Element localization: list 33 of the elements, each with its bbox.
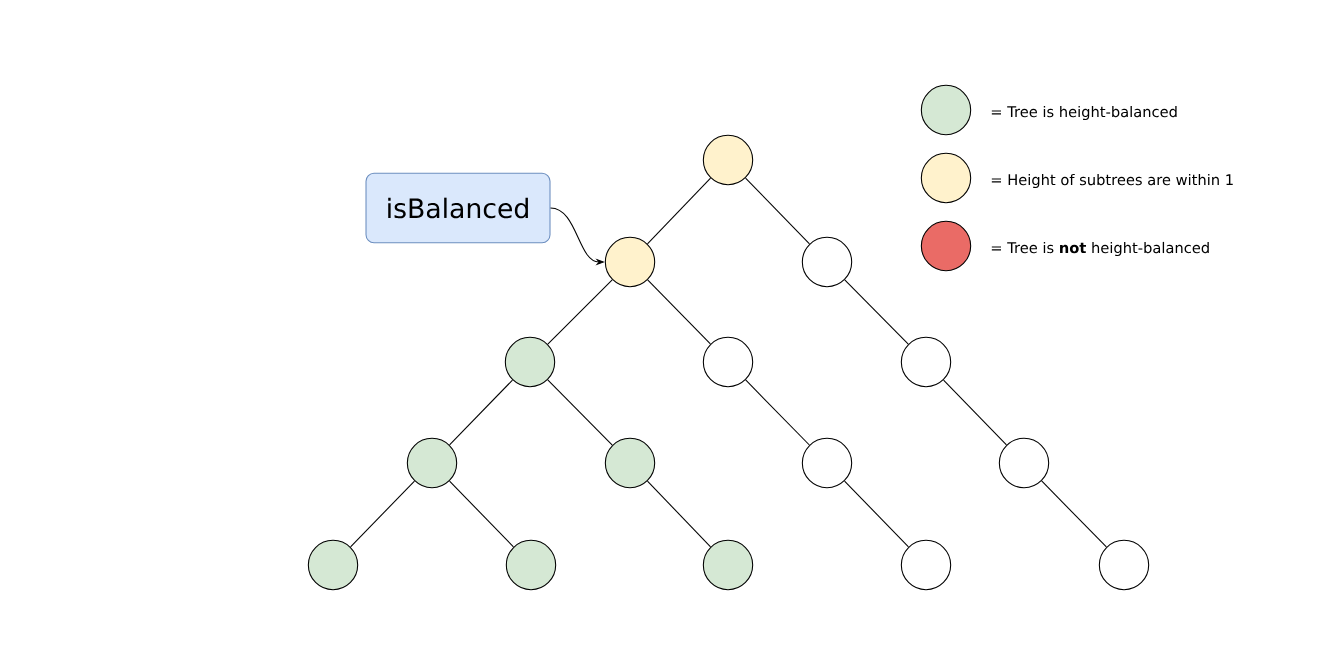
legend-label: = Tree is height-balanced (991, 105, 1177, 121)
tree-node (702, 539, 754, 591)
tree-edge (745, 177, 810, 245)
tree-node (1098, 539, 1150, 591)
tree-edge (1041, 480, 1107, 548)
tree-node (604, 437, 656, 489)
tree-node (604, 236, 656, 288)
tree-node (900, 539, 952, 591)
tree-node (702, 134, 754, 186)
tree-node (406, 437, 458, 489)
tree-node (504, 336, 556, 388)
tree-node (998, 437, 1050, 489)
legend-label: = Height of subtrees are within 1 (991, 173, 1233, 189)
tree-node (702, 336, 754, 388)
tree-edge (449, 480, 514, 548)
tree-edge (646, 480, 712, 548)
tree-edge (449, 379, 513, 446)
tree-edge (350, 480, 415, 548)
tree-node (307, 539, 359, 591)
tree-edge (647, 279, 711, 345)
tree-edge (547, 379, 613, 446)
tree-edge (646, 177, 712, 245)
tree-edge (943, 379, 1007, 446)
tree-node (801, 437, 853, 489)
tree-edge (844, 279, 909, 345)
legend-label: = Tree is not height-balanced (991, 241, 1209, 257)
tree-node (900, 336, 952, 388)
tree-node (801, 236, 853, 288)
callout-box: isBalanced (365, 172, 551, 244)
tree-edge (844, 480, 909, 548)
tree-node (505, 539, 557, 591)
tree-edge (547, 279, 613, 345)
tree-edge (745, 379, 810, 446)
